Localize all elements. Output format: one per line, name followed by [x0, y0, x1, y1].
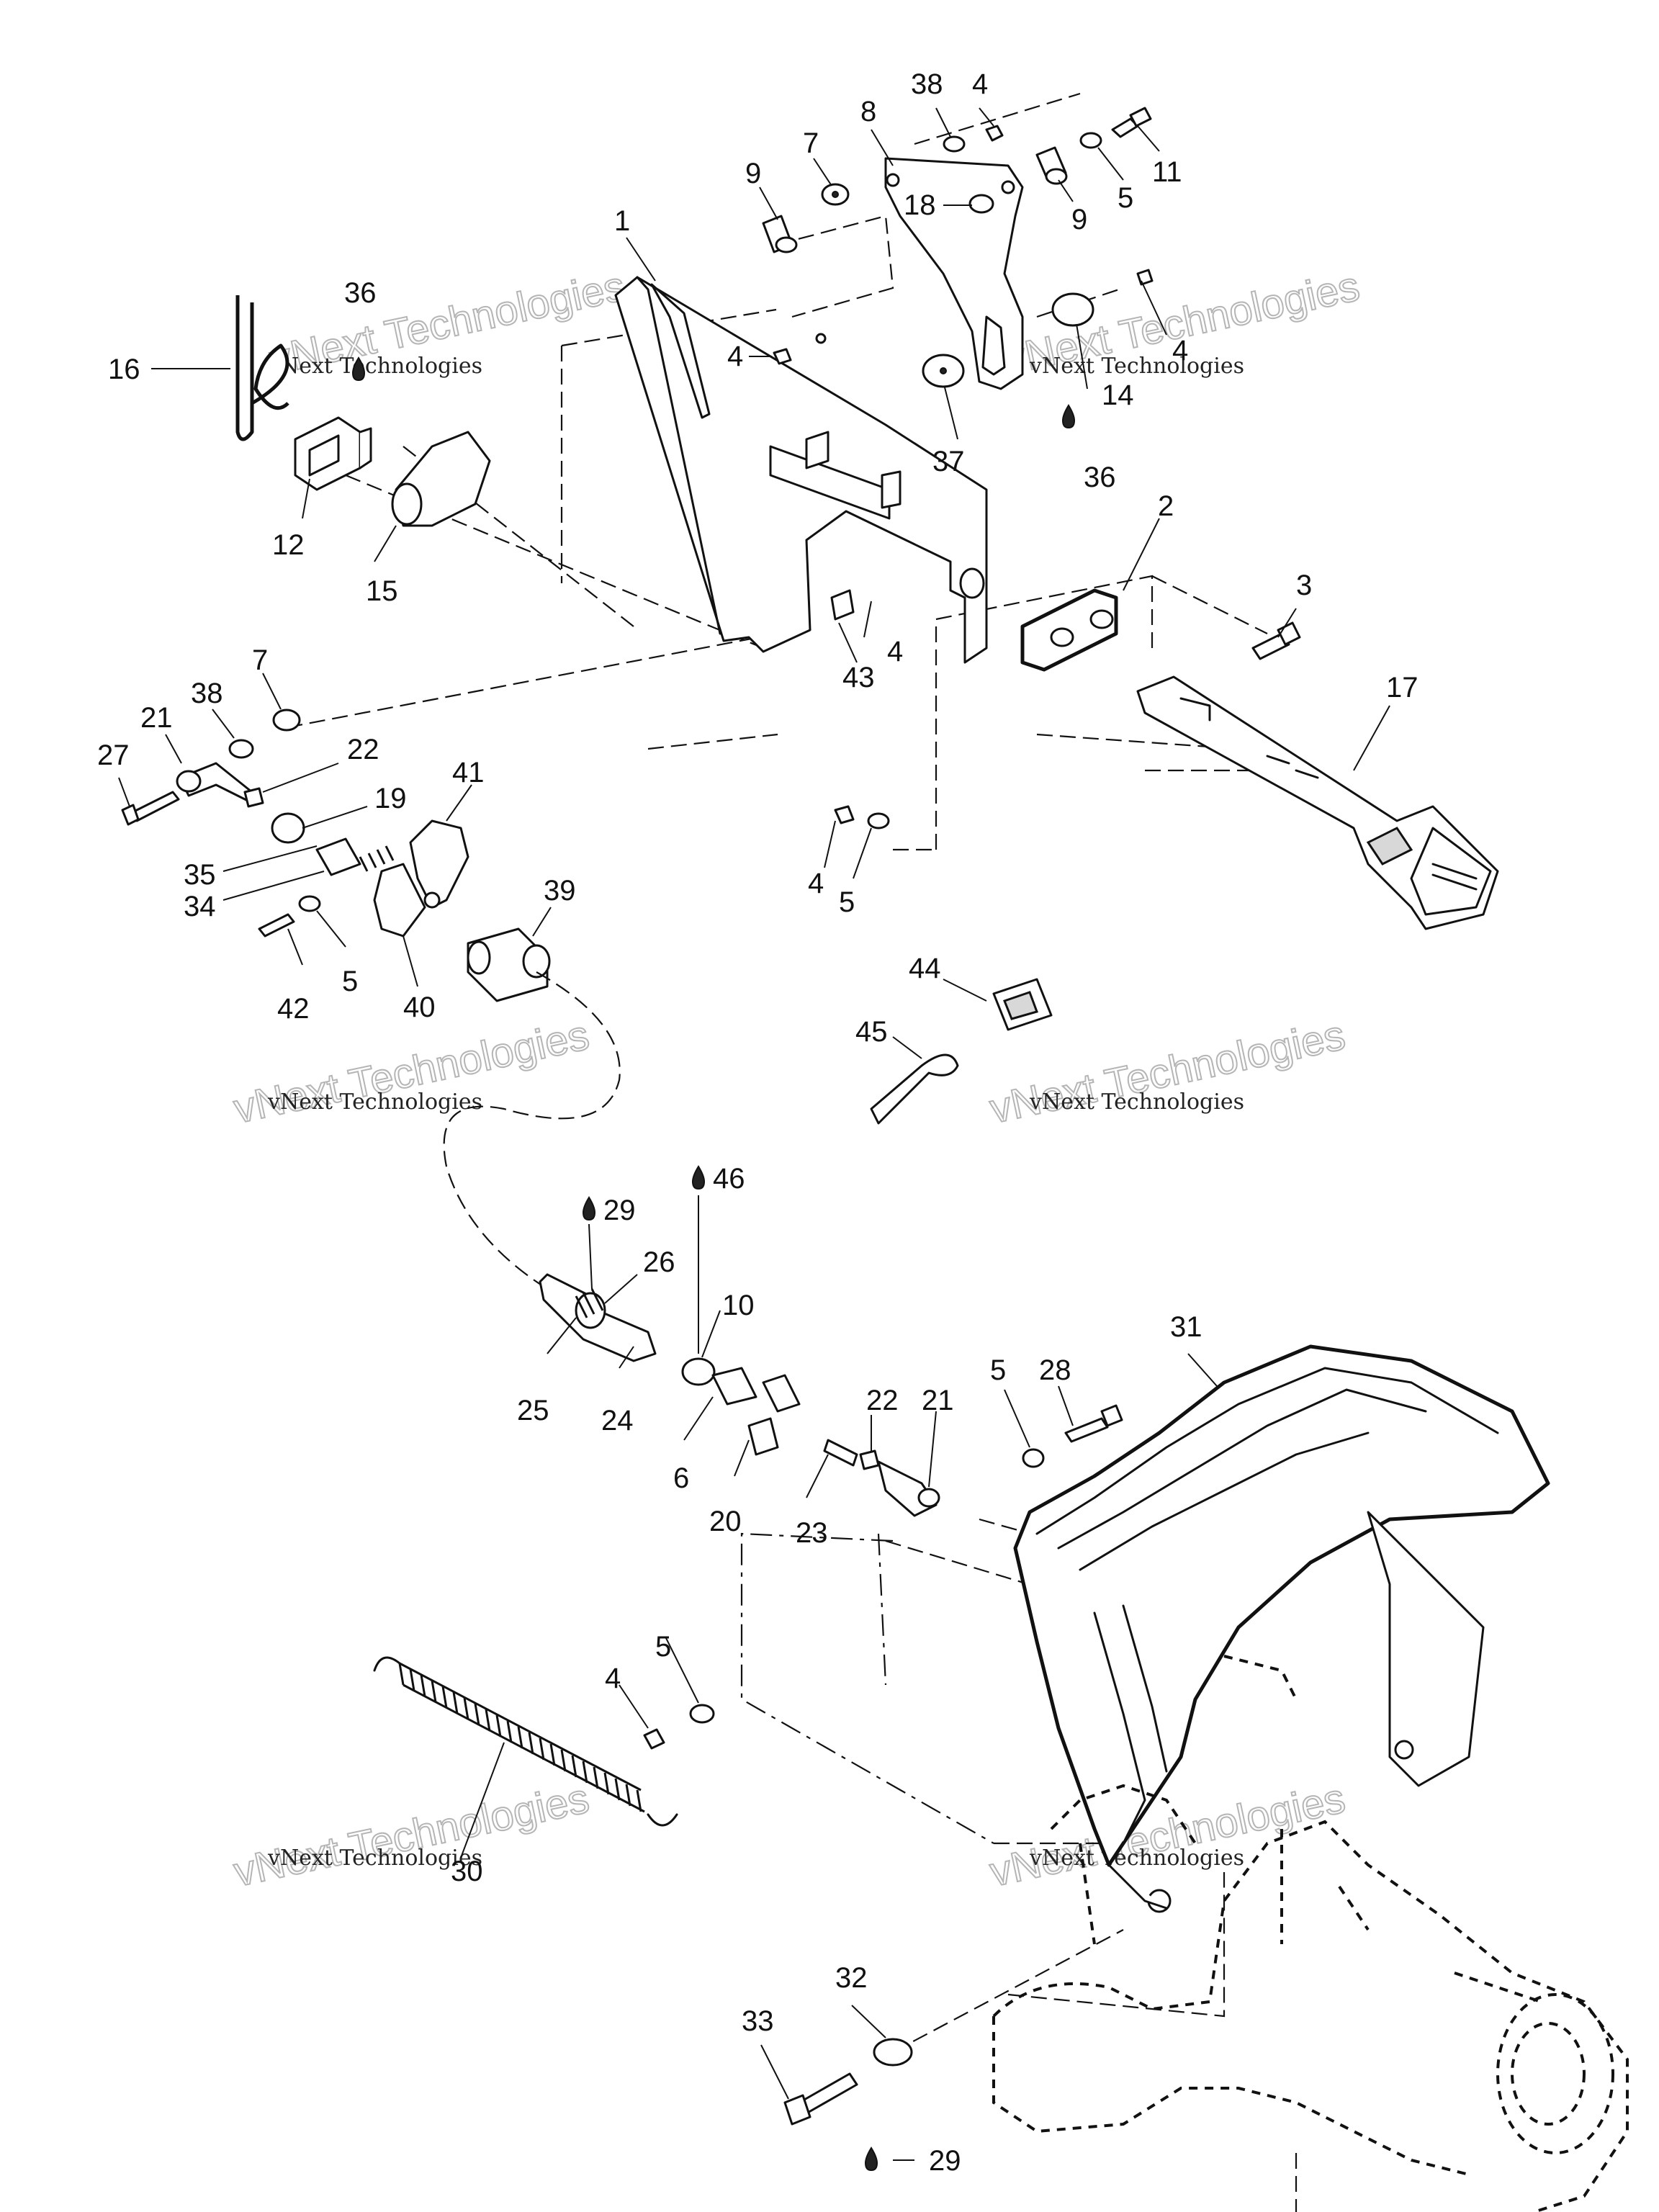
- oil-drop-icon: [864, 2146, 878, 2172]
- callout-18: 18: [904, 189, 936, 221]
- callout-31: 31: [1170, 1311, 1202, 1343]
- callout-22: 22: [866, 1385, 899, 1416]
- callout-38: 38: [911, 68, 943, 100]
- tension-spring: [373, 1656, 678, 1827]
- callout-6: 6: [673, 1462, 689, 1494]
- watermark-small-text: vNext Technologies: [267, 1089, 482, 1115]
- callout-35: 35: [184, 859, 216, 891]
- pump-outlet-ring: [1496, 1993, 1614, 2154]
- bottom-hardware: [643, 1704, 913, 2126]
- callout-23: 23: [796, 1517, 828, 1549]
- oil-drop-icon: [582, 1196, 596, 1221]
- callout-2: 2: [1158, 490, 1174, 522]
- pump-housing-outline: [1050, 1655, 1542, 2003]
- callouts: 38 4 8 7 9 11 5 9 18 1 36 16 4 4 14 36 3…: [97, 68, 1419, 2177]
- watermark: vNext Technologies vNext Technologies: [985, 1011, 1349, 1133]
- callout-5: 5: [1118, 182, 1133, 214]
- callout-19: 19: [374, 783, 407, 814]
- callout-4: 4: [972, 68, 988, 100]
- watermark-small-text: vNext Technologies: [267, 1845, 482, 1871]
- callout-28: 28: [1039, 1354, 1071, 1386]
- callout-24: 24: [601, 1405, 634, 1437]
- callout-37: 37: [932, 446, 965, 477]
- callout-27: 27: [97, 739, 130, 771]
- callout-5: 5: [990, 1354, 1006, 1386]
- watermark: vNext Technologies vNext Technologies: [985, 1774, 1349, 1897]
- callout-7: 7: [252, 644, 268, 676]
- watermark-big-text: vNext Technologies: [986, 1775, 1349, 1896]
- watermark-small-text: vNext Technologies: [1029, 354, 1244, 379]
- cable: [443, 971, 621, 1290]
- callout-26: 26: [643, 1246, 675, 1278]
- watermark-big-text: vNext Technologies: [230, 1775, 593, 1896]
- callout-36: 36: [344, 277, 377, 309]
- callout-10: 10: [722, 1290, 755, 1321]
- lever-linkage: [121, 709, 551, 1002]
- callout-22: 22: [347, 734, 379, 765]
- watermark-small-text: vNext Technologies: [267, 354, 482, 379]
- pump-outlet-ring: [1511, 2022, 1586, 2126]
- callout-8: 8: [860, 96, 876, 127]
- callout-15: 15: [366, 575, 398, 607]
- callout-4: 4: [887, 636, 903, 667]
- callout-21: 21: [140, 702, 173, 734]
- steering-nozzle: [1013, 1344, 1550, 1913]
- callout-4: 4: [808, 868, 824, 899]
- callout-33: 33: [742, 2005, 774, 2037]
- main-bracket: [614, 276, 988, 664]
- callout-40: 40: [403, 992, 436, 1023]
- callout-30: 30: [451, 1856, 483, 1887]
- watermark: vNext Technologies vNext Technologies: [229, 1774, 593, 1897]
- callout-43: 43: [842, 662, 875, 693]
- center-hardware: [834, 805, 1053, 1125]
- callout-38: 38: [191, 678, 223, 709]
- callout-9: 9: [1071, 204, 1087, 235]
- callout-5: 5: [655, 1631, 671, 1663]
- callout-17: 17: [1386, 672, 1419, 703]
- callout-11: 11: [1152, 156, 1182, 188]
- callout-36: 36: [1084, 462, 1116, 493]
- callout-21: 21: [922, 1385, 954, 1416]
- callout-46: 46: [713, 1163, 745, 1195]
- callout-45: 45: [855, 1016, 888, 1048]
- watermark: vNext Technologies vNext Technologies: [229, 1011, 593, 1133]
- watermark-small-text: vNext Technologies: [1029, 1089, 1244, 1115]
- oil-drop-icon: [1061, 404, 1076, 429]
- oil-drop-icon: [351, 356, 366, 382]
- callout-41: 41: [452, 757, 485, 788]
- callout-3: 3: [1296, 570, 1312, 601]
- callout-29: 29: [603, 1195, 636, 1226]
- callout-42: 42: [277, 993, 310, 1025]
- callout-7: 7: [803, 127, 819, 159]
- top-hardware: [762, 107, 1154, 388]
- pedal-assembly: [1020, 588, 1499, 930]
- callout-32: 32: [835, 1962, 868, 1994]
- watermark-small-text: vNext Technologies: [1029, 1845, 1244, 1871]
- leader-lines: [118, 107, 1390, 2161]
- callout-20: 20: [709, 1506, 742, 1537]
- callout-4: 4: [605, 1663, 621, 1694]
- callout-12: 12: [272, 529, 305, 561]
- callout-14: 14: [1102, 379, 1134, 411]
- callout-9: 9: [745, 158, 761, 189]
- watermark: vNext Technologies vNext Technologies: [265, 262, 629, 385]
- callout-25: 25: [517, 1395, 549, 1426]
- callout-5: 5: [839, 886, 855, 918]
- oil-drop-icon: [691, 1165, 706, 1190]
- lower-linkage: [539, 1273, 1123, 1517]
- callout-39: 39: [544, 875, 576, 907]
- callout-5: 5: [342, 966, 358, 997]
- pump-housing-outline: [992, 1820, 1629, 2212]
- callout-34: 34: [184, 891, 216, 922]
- callout-1: 1: [614, 205, 630, 237]
- callout-16: 16: [108, 354, 140, 385]
- callout-29: 29: [929, 2145, 961, 2177]
- callout-4: 4: [727, 341, 743, 372]
- clip-and-pivot: [235, 295, 491, 527]
- assembly-lines: [287, 92, 1298, 2212]
- callout-44: 44: [909, 953, 941, 984]
- callout-4: 4: [1172, 335, 1188, 367]
